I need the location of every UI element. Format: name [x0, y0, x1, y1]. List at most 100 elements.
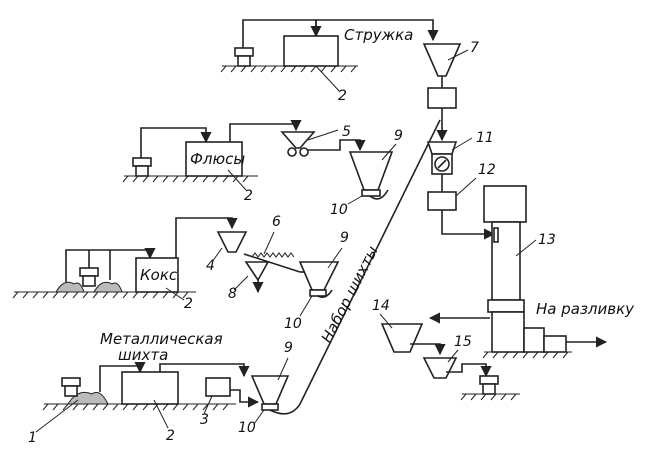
- label-11: 11: [476, 130, 494, 146]
- label-2-fluxes: 2: [244, 188, 253, 204]
- scale-11-needle: [437, 159, 447, 169]
- weigh-gate-10-low: [309, 289, 327, 297]
- crane-base: [82, 275, 96, 287]
- feeder-5-roll-left: [287, 147, 297, 157]
- label-1: 1: [28, 430, 37, 446]
- scale-11-dial: [434, 156, 450, 172]
- leader-2-chips: [315, 65, 341, 93]
- label-2-metal: 2: [166, 428, 175, 444]
- label-6: 6: [272, 214, 281, 230]
- pile-feed-line: [99, 361, 146, 392]
- metal-charge-label-line1: Металлическая: [100, 330, 223, 348]
- leader-10-low: [299, 295, 313, 317]
- dispenser-3-to-weigher: [230, 389, 260, 408]
- label-2-chips: 2: [338, 88, 347, 104]
- slag-14-to-15: [410, 343, 446, 356]
- dispenser-3: [205, 377, 231, 397]
- label-5: 5: [342, 124, 351, 140]
- cupola-13: [482, 185, 572, 359]
- weigh-hopper-9-bottom: [250, 375, 290, 405]
- chips-bin: [283, 35, 339, 67]
- coke-pile-right: [93, 281, 123, 293]
- fluxes-bin: [185, 141, 243, 177]
- label-9-bottom: 9: [284, 340, 293, 356]
- screen-6-mesh: [251, 252, 295, 258]
- label-13: 13: [538, 232, 556, 248]
- weigh-gate-10-bottom: [261, 403, 279, 411]
- weigh-gate-10-mid: [361, 189, 381, 197]
- crane-hoist: [79, 267, 99, 277]
- leader-15: [447, 349, 459, 363]
- to-pouring-label: На разливку: [536, 300, 635, 318]
- hopper-7: [422, 43, 462, 77]
- crane-base: [64, 385, 78, 397]
- crane-base: [237, 55, 251, 67]
- label-10-mid: 10: [330, 202, 348, 218]
- label-7: 7: [470, 40, 479, 56]
- label-12: 12: [478, 162, 496, 178]
- leader-5: [307, 129, 339, 141]
- dispenser-below-7: [427, 87, 457, 109]
- charging-door: [493, 227, 499, 243]
- leader-4: [211, 247, 223, 263]
- cupola-tuyere-zone: [487, 299, 525, 313]
- metal-charge-bin: [121, 371, 179, 405]
- label-4: 4: [206, 258, 215, 274]
- ladle: [543, 335, 567, 353]
- screen-6: [243, 253, 301, 273]
- feeder-5-to-weigher: [308, 139, 366, 152]
- coke-station: [12, 217, 238, 299]
- charge-conveyor-line: [269, 119, 441, 415]
- label-10-bottom: 10: [238, 420, 256, 436]
- forehearth: [523, 327, 545, 353]
- ground-hatching: [12, 291, 196, 299]
- leader-12: [455, 177, 477, 197]
- leader-2-metal: [153, 399, 169, 429]
- fluxes-station: [122, 119, 302, 183]
- ground-hatching: [220, 65, 358, 73]
- cupola-head: [483, 185, 527, 223]
- chips-station: [220, 19, 439, 73]
- crane-hoist: [132, 157, 152, 167]
- coke-label: Кокс: [140, 266, 178, 284]
- leader-14: [379, 313, 393, 329]
- leader-1: [35, 399, 79, 433]
- coke-pile-left: [55, 281, 85, 293]
- charge-to-furnace-line: [441, 210, 496, 240]
- leader-2-coke: [165, 287, 185, 301]
- hopper-4: [216, 231, 248, 253]
- fluxes-label: Флюсы: [190, 150, 245, 168]
- label-9-mid: 9: [394, 128, 403, 144]
- coke-bin: [135, 257, 179, 293]
- label-3: 3: [200, 412, 209, 428]
- leader-2-fluxes: [227, 169, 247, 191]
- chips-label: Стружка: [344, 26, 413, 44]
- fluxes-to-feeder-line: [229, 119, 302, 142]
- leader-13: [515, 239, 537, 257]
- metal-charge-station: [42, 361, 250, 411]
- ground-hatching: [460, 393, 520, 401]
- pile-feed-line: [65, 247, 156, 282]
- scale-11-top: [426, 141, 458, 155]
- leader-10-mid: [347, 195, 363, 205]
- crane-base: [135, 165, 149, 177]
- leader-9-bottom: [277, 357, 289, 381]
- slag-hopper-15: [422, 357, 458, 379]
- bin-to-feeder-line: [159, 363, 250, 378]
- cupola-hearth: [491, 311, 525, 353]
- leader-8: [233, 275, 249, 291]
- leader-9-mid: [381, 143, 397, 161]
- leader-6: [263, 231, 275, 255]
- slag-hopper-14: [380, 323, 424, 353]
- charge-set-label: Набор шихты: [318, 243, 382, 346]
- ground-hatching: [482, 351, 572, 359]
- label-10-low: 10: [284, 316, 302, 332]
- coke-to-hopper-line: [175, 217, 238, 258]
- leader-10-bottom: [253, 409, 265, 425]
- slag-15-to-crane: [446, 363, 492, 378]
- crane-hoist: [234, 47, 254, 57]
- leader-9-low: [327, 247, 343, 269]
- label-9-low: 9: [340, 230, 349, 246]
- leader-7: [447, 49, 469, 61]
